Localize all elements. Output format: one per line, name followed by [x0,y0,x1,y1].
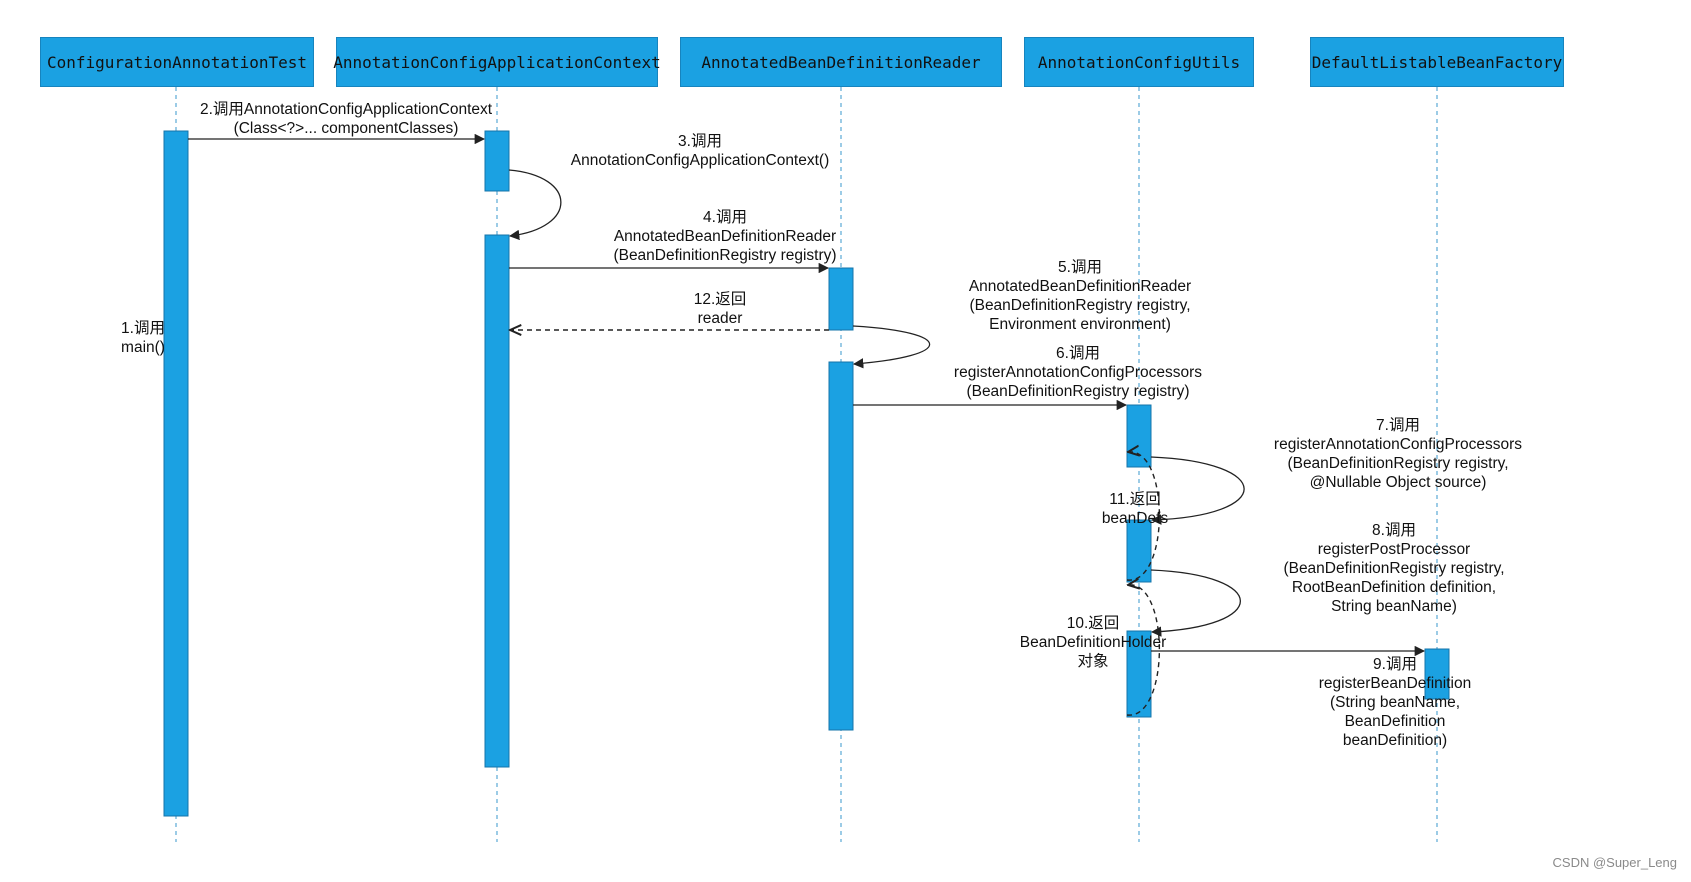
label-line: BeanDefinition [1344,713,1446,730]
label-m1: 1.调用 main() [93,319,193,357]
lifeline-annotatedbeandefinitionreader: AnnotatedBeanDefinitionReader [680,37,1002,87]
label-line: beanDefinition) [1342,732,1448,749]
label-line: (BeanDefinitionRegistry registry, [1287,455,1509,472]
label-m8: 8.调用 registerPostProcessor (BeanDefinition… [1234,521,1554,616]
lifeline-configurationannotationtest: ConfigurationAnnotationTest [40,37,314,87]
label-m4: 4.调用 AnnotatedBeanDefinitionReader (BeanDe… [575,208,875,265]
label-line: registerAnnotationConfigProcessors [1273,436,1523,453]
label-line: AnnotationConfigApplicationContext() [570,152,830,169]
label-m7: 7.调用 registerAnnotationConfigProcessors (B… [1228,416,1568,492]
label-line: 5.调用 [1058,259,1102,276]
label-line: (BeanDefinitionRegistry registry, [1283,560,1505,577]
label-line: 8.调用 [1372,522,1416,539]
activation-bar [1126,630,1152,718]
activation-bar [484,130,510,192]
activation-bar [828,361,854,731]
activation-bar [1126,404,1152,468]
label-line: (Class<?>... componentClasses) [233,120,459,137]
label-m6: 6.调用 registerAnnotationConfigProcessors (B… [918,344,1238,401]
label-m3: 3.调用 AnnotationConfigApplicationContext() [545,132,855,170]
label-line: 12.返回 [693,291,747,308]
label-line: (BeanDefinitionRegistry registry, [969,297,1191,314]
label-m2: 2.调用AnnotationConfigApplicationContext (C… [176,100,516,138]
label-line: (BeanDefinitionRegistry registry) [613,247,837,264]
label-line: RootBeanDefinition definition, [1291,579,1497,596]
return-arrow-m10 [1127,585,1161,716]
label-line: 2.调用AnnotationConfigApplicationContext [199,101,493,118]
lifeline-annotationconfigutils: AnnotationConfigUtils [1024,37,1254,87]
lifeline-defaultlistablebeanfactory: DefaultListableBeanFactory [1310,37,1564,87]
label-line: (BeanDefinitionRegistry registry) [966,383,1190,400]
arrow-m7 [1150,456,1245,525]
arrow-m8 [1150,569,1242,637]
label-line: @Nullable Object source) [1309,474,1487,491]
label-line: 10.返回 [1066,615,1120,632]
label-m12: 12.返回 reader [680,290,760,328]
label-line: BeanDefinitionHolder [1019,634,1167,651]
label-line: 6.调用 [1056,345,1100,362]
activation-bar [484,234,510,768]
label-line: registerBeanDefinition [1318,675,1472,692]
label-line: reader [697,310,743,327]
label-m11: 11.返回 beanDefs [1090,490,1180,528]
activation-bar [163,130,189,817]
activation-bar [1126,519,1152,583]
activation-bar [1424,648,1450,700]
label-line: 对象 [1077,653,1109,670]
label-line: 3.调用 [678,133,722,150]
label-line: main() [121,339,165,356]
label-line: 9.调用 [1373,656,1417,673]
label-line: beanDefs [1101,510,1169,527]
label-line: String beanName) [1331,598,1457,615]
arrow-m3 [508,169,562,241]
label-m9: 9.调用 registerBeanDefinition (String beanNa… [1265,655,1525,750]
label-line: registerAnnotationConfigProcessors [953,364,1203,381]
watermark: CSDN @Super_Leng [1552,855,1677,870]
lifeline-annotationconfigapplicationcontext: AnnotationConfigApplicationContext [333,37,661,87]
arrow-m5 [852,325,931,369]
label-m5: 5.调用 AnnotatedBeanDefinitionReader (BeanDe… [920,258,1240,334]
label-line: 4.调用 [703,209,747,226]
label-line: Environment environment) [989,316,1171,333]
label-line: (String beanName, [1329,694,1461,711]
label-m10: 10.返回 BeanDefinitionHolder 对象 [1008,614,1178,671]
label-line: registerPostProcessor [1317,541,1471,558]
activation-bar [828,267,854,331]
label-line: 1.调用 [121,320,165,337]
label-line: 11.返回 [1109,491,1161,508]
label-line: AnnotatedBeanDefinitionReader [613,228,837,245]
label-line: AnnotatedBeanDefinitionReader [968,278,1192,295]
label-line: 7.调用 [1376,417,1420,434]
